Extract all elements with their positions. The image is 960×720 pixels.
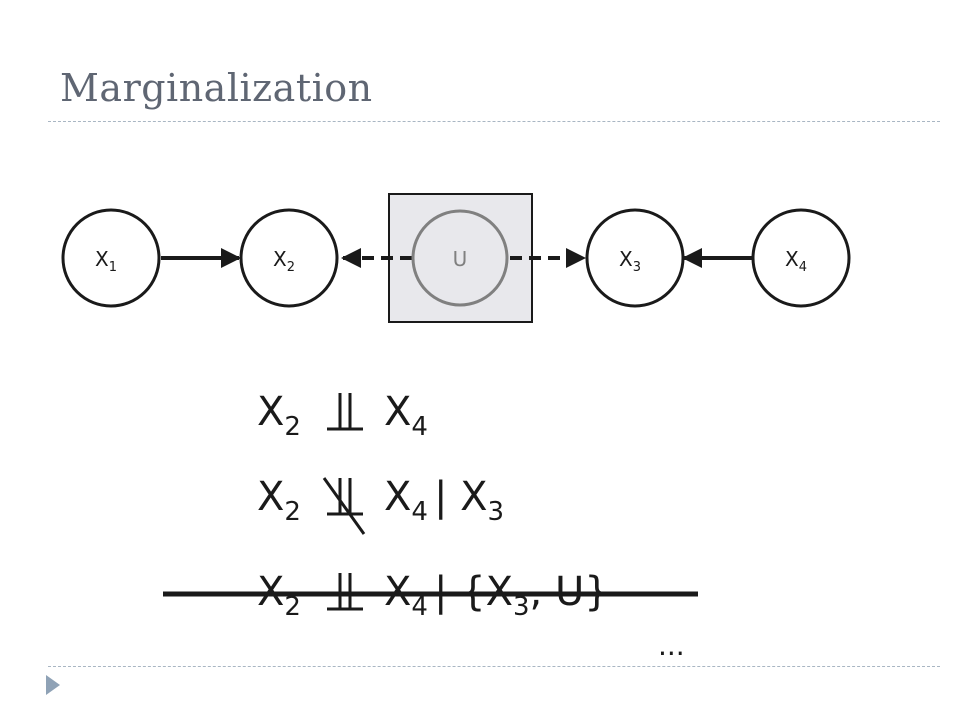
svg-text:X2: X2: [257, 389, 301, 442]
svg-text:X2: X2: [273, 247, 295, 275]
svg-text:X4: X4: [384, 389, 428, 442]
statement-independent: X2 X4: [257, 389, 428, 442]
independence-symbol-3: [327, 573, 363, 611]
node-x4: X4: [751, 208, 851, 308]
svg-text:X1: X1: [95, 247, 117, 275]
title-divider: [48, 121, 940, 122]
node-x1: X1: [61, 208, 161, 308]
svg-text:X3: X3: [619, 247, 641, 275]
triangle-bullet-icon: [46, 675, 60, 695]
footer-divider: [48, 666, 940, 667]
independence-symbol: [327, 393, 363, 431]
statement-struck: X2 X4| {X3, U}: [163, 569, 698, 622]
node-x2: X2: [239, 208, 339, 308]
node-x3: X3: [585, 208, 685, 308]
svg-text:X4: X4: [785, 247, 807, 275]
node-u: U: [411, 209, 509, 307]
slide-title: Marginalization: [60, 66, 373, 110]
svg-text:U: U: [453, 247, 468, 271]
ellipsis: ...: [658, 629, 685, 662]
svg-text:X2: X2: [257, 474, 301, 527]
statement-not-independent: X2 X4| X3: [257, 474, 504, 535]
not-independence-symbol: [322, 477, 366, 535]
svg-text:X4| X3: X4| X3: [384, 474, 504, 527]
